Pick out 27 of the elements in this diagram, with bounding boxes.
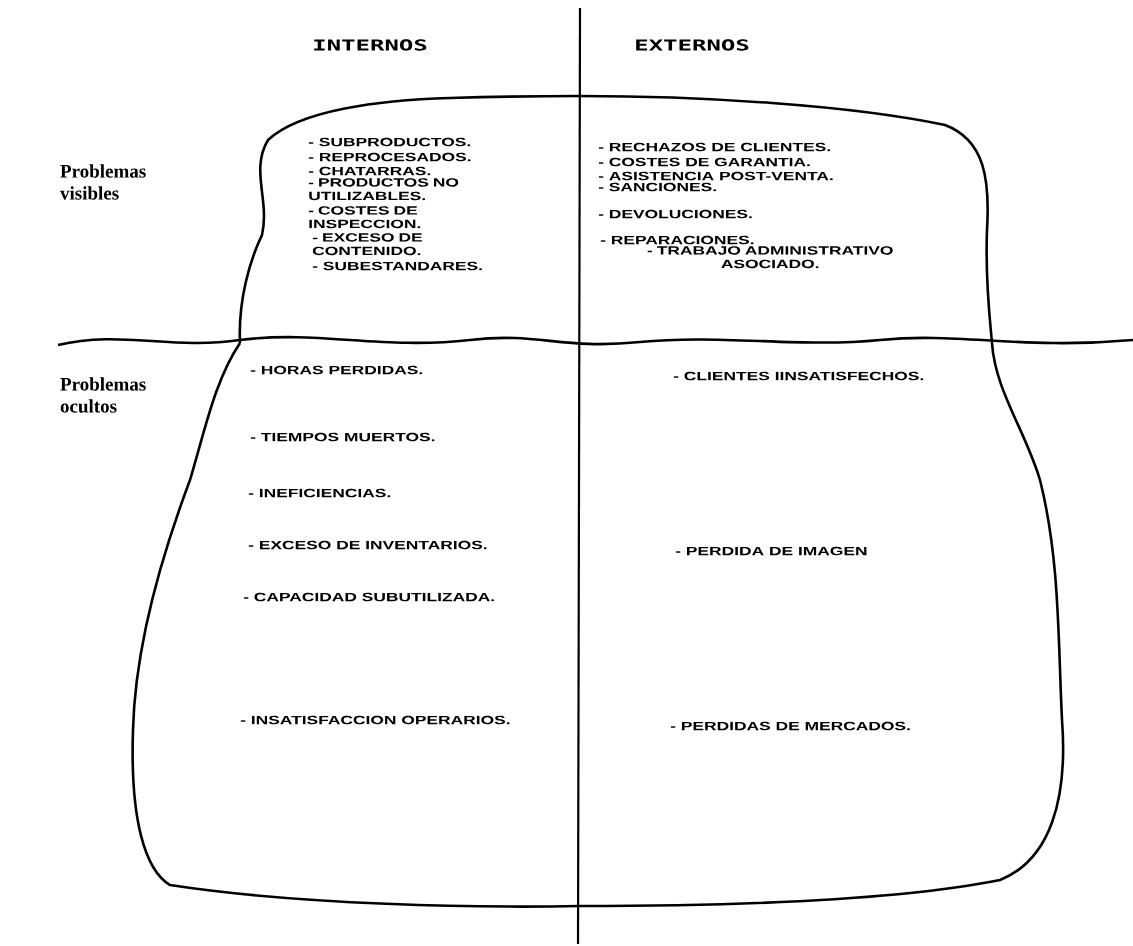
list-item: - PRODUCTOS NO UTILIZABLES. xyxy=(308,178,459,201)
list-item: - EXCESO DE CONTENIDO. xyxy=(312,233,422,256)
list-item: - SUBPRODUCTOS. xyxy=(308,137,471,147)
zone-label: Problemas ocultos xyxy=(60,377,146,413)
list-item: - CHATARRAS. xyxy=(308,166,431,176)
list-item: - CLIENTES IINSATISFECHOS. xyxy=(673,371,924,381)
list-item: - CAPACIDAD SUBUTILIZADA. xyxy=(243,592,494,602)
list-item: - RECHAZOS DE CLIENTES. xyxy=(598,142,830,152)
list-item: - COSTES DE INSPECCION. xyxy=(308,206,421,229)
list-item: - DEVOLUCIONES. xyxy=(598,209,752,219)
list-item: - EXCESO DE INVENTARIOS. xyxy=(248,540,487,550)
list-item: - REPROCESADOS. xyxy=(308,152,471,162)
list-item: - ASISTENCIA POST-VENTA. xyxy=(598,171,833,181)
column-heading: INTERNOS xyxy=(314,39,427,51)
list-item: - HORAS PERDIDAS. xyxy=(250,365,423,375)
list-item: - COSTES DE GARANTIA. xyxy=(598,157,810,167)
zone-label: Problemas visibles xyxy=(60,164,146,200)
list-item: - REPARACIONES. xyxy=(600,235,754,245)
list-item: - SANCIONES. xyxy=(598,182,716,192)
list-item: - INSATISFACCION OPERARIOS. xyxy=(240,715,510,725)
list-item: - PERDIDAS DE MERCADOS. xyxy=(670,721,910,731)
list-item: - TIEMPOS MUERTOS. xyxy=(250,432,435,442)
list-item: - TRABAJO ADMINISTRATIVO ASOCIADO. xyxy=(647,246,893,269)
list-item: - PERDIDA DE IMAGEN xyxy=(675,546,867,556)
column-heading: EXTERNOS xyxy=(636,39,749,51)
list-item: - SUBESTANDARES. xyxy=(312,261,482,271)
list-item: - INEFICIENCIAS. xyxy=(248,488,391,498)
